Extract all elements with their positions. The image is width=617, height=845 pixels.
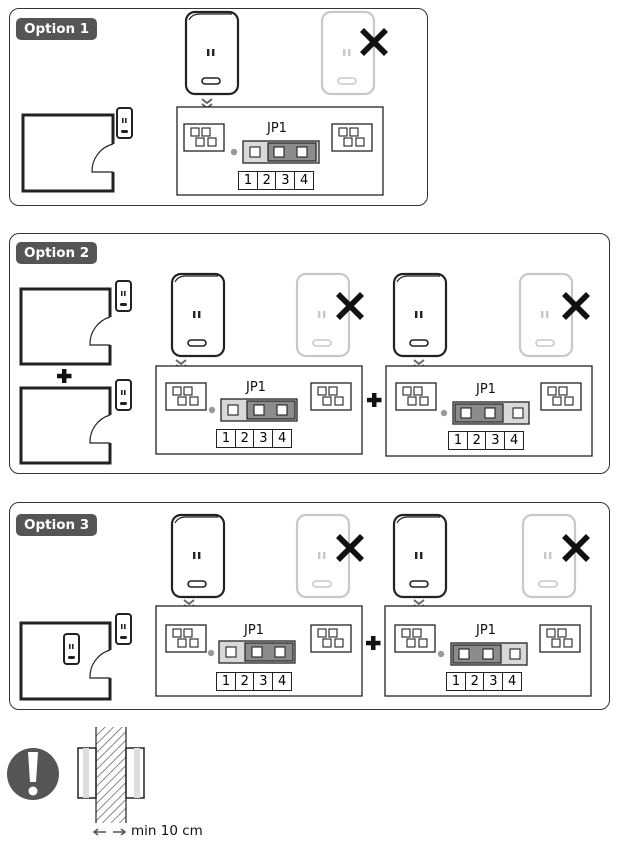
connector-left — [395, 382, 437, 411]
pin-number: 2 — [256, 171, 277, 190]
distance-arrows-icon — [92, 828, 127, 836]
plus-icon — [367, 393, 382, 407]
pin-number: 1 — [216, 429, 236, 448]
pin-number: 3 — [275, 171, 296, 190]
connector-right — [540, 382, 582, 411]
pin-number: 1 — [238, 171, 258, 190]
connector-right — [310, 382, 352, 411]
reader-device-icon — [392, 513, 448, 599]
connector-right — [310, 624, 352, 653]
connector-left — [165, 382, 207, 411]
pin-number: 3 — [253, 429, 274, 448]
status-dot — [230, 148, 238, 156]
wall-reader-icon — [116, 107, 133, 139]
inside-reader-icon — [63, 633, 80, 665]
plus-icon — [366, 636, 381, 650]
pin-number: 1 — [446, 672, 466, 691]
min-distance-label: min 10 cm — [131, 823, 203, 839]
wall-reader-icon — [115, 379, 132, 411]
connector-left — [394, 624, 436, 653]
connector-left — [183, 123, 225, 152]
pin-number: 4 — [294, 171, 315, 190]
pin-number: 4 — [272, 672, 293, 691]
pin-number: 4 — [504, 431, 525, 450]
jumper-label: JP1 — [244, 623, 264, 638]
exclamation-icon — [7, 748, 59, 800]
reader-device-icon — [170, 513, 226, 599]
jumper-label: JP1 — [476, 623, 496, 638]
reader-device-icon — [392, 272, 448, 358]
pin-numbers: 1 2 3 4 — [216, 672, 293, 691]
pin-numbers: 1 2 3 4 — [216, 429, 293, 448]
option-1-badge: Option 1 — [16, 18, 98, 40]
pin-number: 4 — [502, 672, 523, 691]
pin-number: 2 — [234, 429, 255, 448]
plus-icon — [57, 369, 72, 383]
jumper-label: JP1 — [246, 380, 266, 395]
pin-numbers: 1 2 3 4 — [238, 171, 315, 190]
pin-number: 3 — [485, 431, 506, 450]
option-2-room-bottom — [19, 386, 112, 465]
pin-number: 2 — [234, 672, 255, 691]
pin-number: 1 — [216, 672, 236, 691]
pin-number: 3 — [483, 672, 504, 691]
pin-number: 4 — [272, 429, 293, 448]
wall-mount-illustration — [77, 727, 145, 823]
pin-number: 3 — [253, 672, 274, 691]
option-3-room — [19, 621, 112, 701]
option-2-room-top — [19, 287, 112, 366]
jumper-label: JP1 — [267, 121, 287, 136]
wall-reader-icon — [115, 613, 132, 645]
connector-right — [539, 624, 581, 653]
connector-right — [331, 123, 373, 152]
pin-numbers: 1 2 3 4 — [446, 672, 523, 691]
option-3-badge: Option 3 — [16, 514, 98, 536]
pin-numbers: 1 2 3 4 — [448, 431, 525, 450]
jumper-label: JP1 — [476, 382, 496, 397]
option-2-badge: Option 2 — [16, 242, 98, 264]
pin-number: 2 — [464, 672, 485, 691]
pin-number: 2 — [466, 431, 487, 450]
option-1-room — [21, 113, 115, 193]
pin-number: 1 — [448, 431, 468, 450]
reader-device-icon — [170, 272, 226, 358]
reader-device-icon — [184, 10, 240, 96]
connector-left — [165, 624, 207, 653]
wall-reader-icon — [115, 280, 132, 312]
